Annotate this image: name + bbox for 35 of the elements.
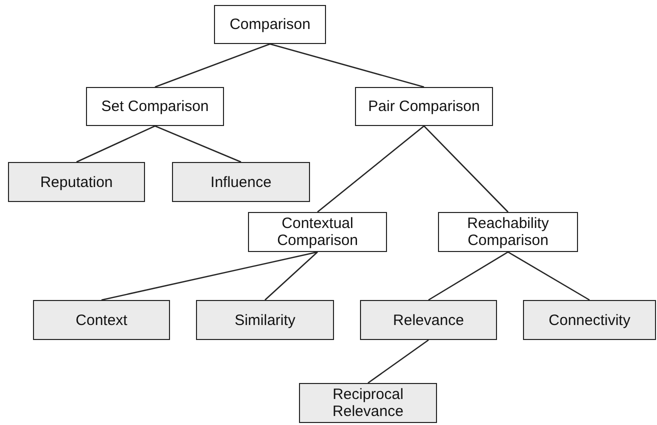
category-box: [438, 212, 578, 252]
connector-line: [270, 43, 424, 88]
node-label: Pair Comparison: [368, 98, 480, 115]
node-label: Reciprocal Relevance: [332, 386, 404, 420]
connector-line: [428, 251, 508, 301]
leaf-box: [360, 300, 497, 340]
node-label: Contextual Comparison: [276, 215, 359, 249]
node-label: Comparison: [230, 16, 310, 33]
connector-line: [368, 339, 429, 384]
leaf-box: [523, 300, 656, 340]
connector-line: [154, 43, 270, 88]
node-label: Reachability Comparison: [466, 215, 550, 249]
node-label: Set Comparison: [101, 98, 209, 115]
leaf-box: [8, 162, 145, 202]
connector-line: [424, 126, 508, 212]
connector-line: [317, 126, 424, 212]
leaf-box: [33, 300, 170, 340]
leaf-box: [299, 383, 437, 423]
node-label: Reputation: [40, 174, 113, 190]
connector-line: [76, 125, 156, 163]
leaf-box: [196, 300, 334, 340]
node-label: Connectivity: [548, 312, 630, 328]
node-label: Influence: [210, 174, 272, 190]
category-box: [86, 87, 224, 126]
node-label: Similarity: [234, 312, 296, 328]
category-box: [214, 5, 326, 44]
node-label: Relevance: [393, 312, 464, 328]
connector-line: [154, 125, 242, 163]
leaf-box: [172, 162, 310, 202]
connector-line: [101, 251, 318, 301]
connector-line: [264, 252, 318, 300]
category-box: [355, 87, 493, 126]
connector-line: [508, 251, 590, 301]
category-box: [248, 212, 387, 252]
node-label: Context: [76, 312, 128, 328]
